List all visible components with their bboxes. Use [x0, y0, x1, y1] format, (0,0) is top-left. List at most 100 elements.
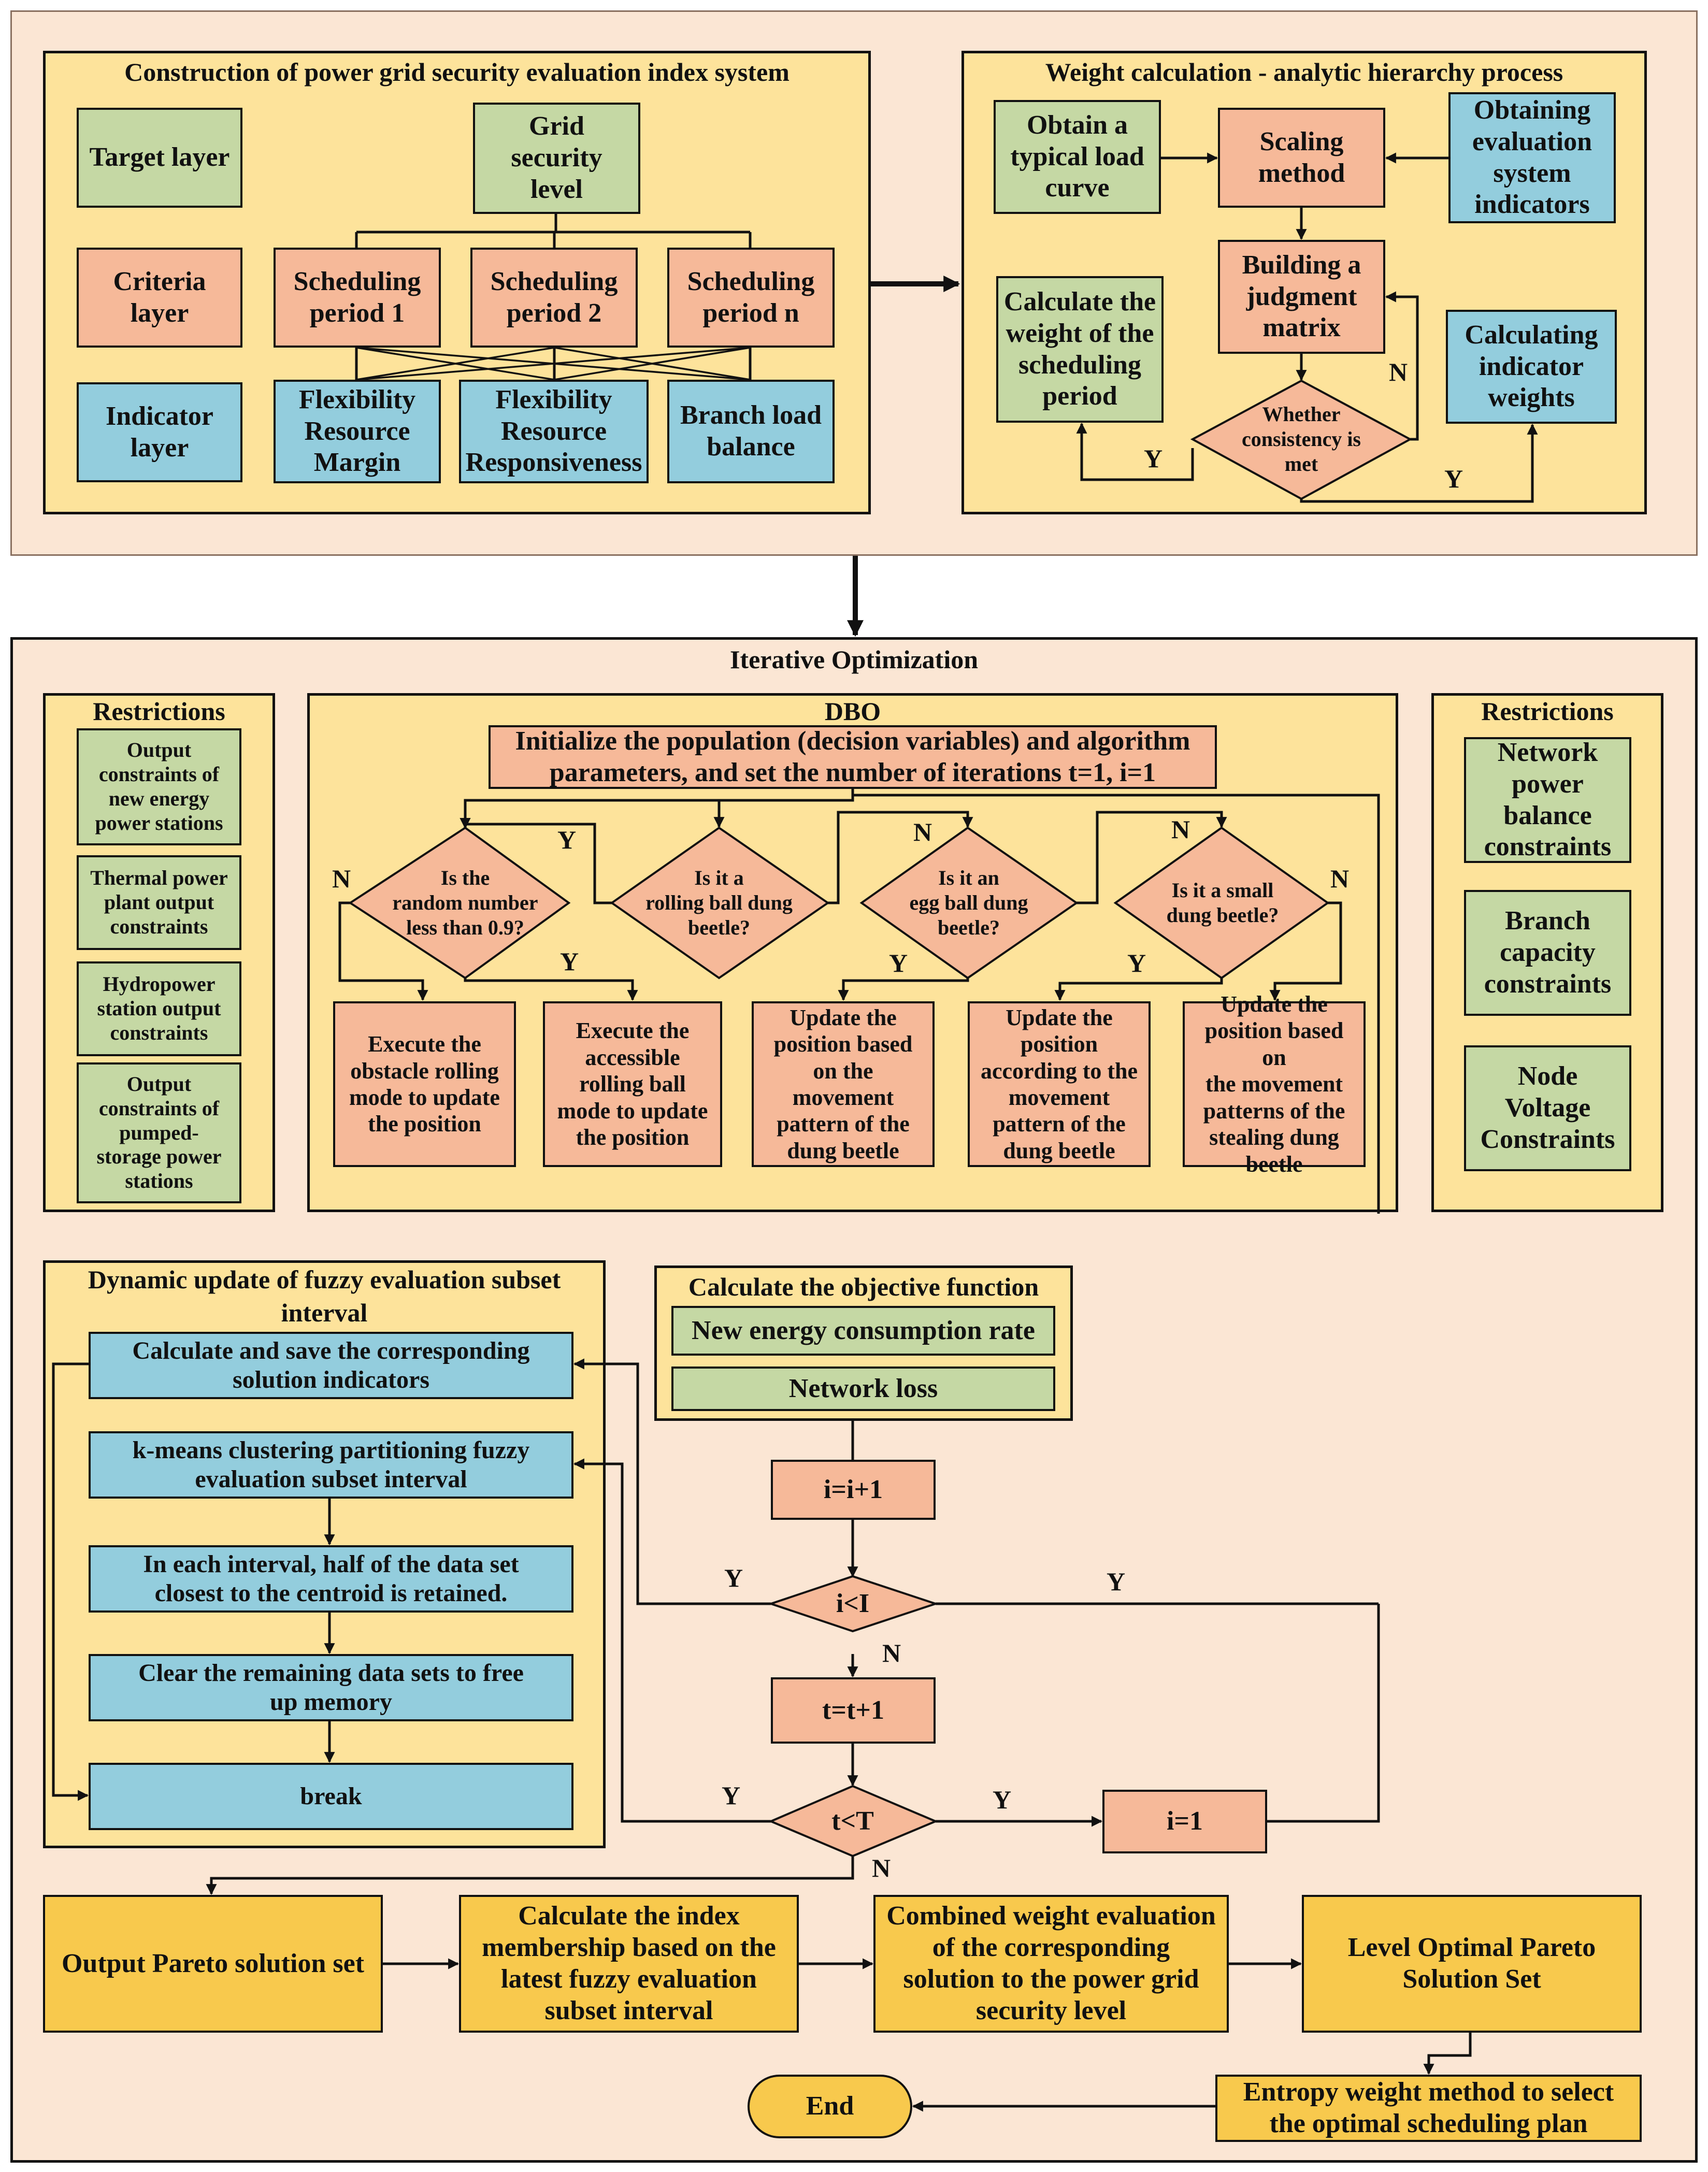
combined-weight-box: Combined weight evaluation of the corres…	[873, 1895, 1229, 2033]
restriction-hydropower-box: Hydropower station output constraints	[77, 961, 241, 1056]
new-energy-rate-box: New energy consumption rate	[671, 1306, 1055, 1356]
network-loss-box: Network loss	[671, 1367, 1055, 1411]
kmeans-clustering-box: k-means clustering partitioning fuzzy ev…	[89, 1431, 573, 1499]
update-dung-beetle-box: Update the position based on the movemen…	[752, 1001, 935, 1167]
consistency-yes-indicator-label: Y	[1444, 464, 1463, 493]
tcond-yes-to-fuzzy	[573, 1458, 771, 1823]
q-small-yes	[1054, 978, 1223, 1001]
indicator-layer-box: Indicator layer	[77, 382, 242, 482]
i-less-than-diamond	[767, 1575, 939, 1633]
fuzzy-update-title: Dynamic update of fuzzy evaluation subse…	[88, 1265, 561, 1327]
q-rolling-no	[460, 818, 612, 904]
consistency-text: Whether consistency is met	[1242, 402, 1361, 476]
output-pareto-set-box: Output Pareto solution set	[43, 1895, 383, 2033]
judgment-matrix-box: Building a judgment matrix	[1218, 240, 1385, 354]
branch-load-balance-box: Branch load balance	[667, 380, 835, 483]
consistency-no-label: N	[1389, 357, 1408, 386]
rolling-no-label: Y	[557, 825, 577, 854]
flexibility-margin-box: Flexibility Resource Margin	[274, 380, 441, 483]
tcond-yes-right-label: Y	[993, 1785, 1012, 1814]
entropy-weight-box: Entropy weight method to select the opti…	[1215, 2075, 1642, 2142]
i-less-than-text: i<I	[836, 1588, 870, 1618]
grid-security-level-box: Grid security level	[473, 103, 640, 214]
init-to-q-random	[460, 795, 854, 829]
typical-load-curve-box: Obtain a typical load curve	[994, 100, 1161, 214]
reset-to-loop	[1267, 1604, 1380, 1823]
egg-ball-text: Is it an egg ball dung beetle?	[909, 866, 1028, 939]
small-beetle-text: Is it a small dung beetle?	[1166, 879, 1279, 927]
scaling-method-box: Scaling method	[1218, 108, 1385, 208]
egg-no-label: N	[1171, 815, 1190, 844]
init-to-q-rolling	[713, 799, 853, 828]
level-optimal-pareto-box: Level Optimal Pareto Solution Set	[1302, 1895, 1642, 2033]
init-down-line	[851, 789, 1380, 1214]
scheduling-period-weight-box: Calculate the weight of the scheduling p…	[996, 276, 1164, 423]
q-rolling-yes	[828, 811, 973, 904]
small-yes-label: Y	[1127, 948, 1146, 977]
restrictions-right-title: Restrictions	[1481, 697, 1614, 726]
indicator-weights-box: Calculating indicator weights	[1446, 310, 1617, 424]
icond-yes-left-label: Y	[724, 1563, 743, 1592]
consistency-yes-indicator	[1300, 423, 1538, 503]
iterative-optimization-title: Iterative Optimization	[729, 645, 979, 674]
random-number-text: Is the random number less than 0.9?	[392, 866, 538, 939]
q-small-no	[1269, 901, 1342, 1001]
consistency-yes-period	[1076, 422, 1194, 481]
q-egg-yes	[838, 978, 969, 1001]
tcond-no-to-output	[206, 1856, 854, 1895]
random-yes-label: Y	[560, 947, 579, 976]
flexibility-responsiveness-box: Flexibility Resource Responsiveness	[459, 380, 649, 483]
restriction-node-voltage-box: Node Voltage Constraints	[1464, 1045, 1631, 1171]
criteria-layer-box: Criteria layer	[77, 248, 242, 348]
dbo-title: DBO	[824, 697, 881, 726]
restriction-branch-capacity-box: Branch capacity constraints	[1464, 890, 1631, 1016]
icond-yes-to-fuzzy	[573, 1358, 771, 1605]
i-increment-box: i=i+1	[771, 1460, 936, 1520]
q-random-no	[338, 901, 428, 1001]
fuzzy-bypass-arrow	[52, 1362, 89, 1801]
index-membership-box: Calculate the index membership based on …	[459, 1895, 799, 2033]
egg-yes-label: Y	[889, 948, 908, 977]
consistency-diamond	[1190, 379, 1413, 500]
random-number-diamond	[348, 826, 571, 980]
retain-half-data-box: In each interval, half of the data set c…	[89, 1545, 573, 1613]
small-no-label: N	[1330, 864, 1350, 893]
egg-ball-diamond	[859, 826, 1079, 980]
t-increment-box: t=t+1	[771, 1677, 936, 1744]
consistency-yes-period-label: Y	[1144, 444, 1163, 473]
icond-yes-right-label: Y	[1107, 1567, 1126, 1596]
break-box: break	[89, 1763, 573, 1830]
scheduling-period-1-box: Scheduling period 1	[274, 248, 441, 348]
restriction-pumped-storage-box: Output constraints of pumped- storage po…	[77, 1062, 241, 1203]
consistency-no-loop	[1385, 291, 1419, 441]
restriction-thermal-box: Thermal power plant output constraints	[77, 855, 241, 950]
restriction-new-energy-box: Output constraints of new energy power s…	[77, 728, 241, 845]
tcond-yes-left-label: Y	[722, 1781, 741, 1810]
restrictions-left-title: Restrictions	[93, 697, 225, 726]
level-to-entropy	[1423, 2033, 1472, 2075]
t-less-than-text: t<T	[831, 1806, 874, 1836]
scheduling-period-2-box: Scheduling period 2	[470, 248, 638, 348]
initialize-population-box: Initialize the population (decision vari…	[489, 725, 1217, 789]
tcond-no-label: N	[872, 1853, 891, 1882]
obtaining-indicators-box: Obtaining evaluation system indicators	[1448, 92, 1616, 223]
construction-title: Construction of power grid security eval…	[124, 57, 790, 87]
q-egg-no	[1077, 811, 1227, 904]
icond-no-label: N	[882, 1638, 901, 1667]
update-stealing-box: Update the position based on the movemen…	[1183, 991, 1366, 1177]
end-terminal: End	[748, 2075, 912, 2138]
update-according-box: Update the position according to the mov…	[968, 1001, 1151, 1167]
i-reset-box: i=1	[1102, 1790, 1267, 1853]
scheduling-period-n-box: Scheduling period n	[667, 248, 835, 348]
rolling-ball-text: Is it a rolling ball dung beetle?	[645, 866, 793, 939]
hierarchy-cross	[356, 347, 751, 381]
t-less-than-diamond	[768, 1785, 939, 1858]
clear-data-box: Clear the remaining data sets to free up…	[89, 1654, 573, 1721]
restriction-network-balance-box: Network power balance constraints	[1464, 737, 1631, 863]
objective-title: Calculate the objective function	[688, 1272, 1039, 1301]
rolling-yes-label: N	[913, 817, 932, 846]
hierarchy-line	[355, 214, 752, 248]
weight-calculation-title: Weight calculation - analytic hierarchy …	[1045, 57, 1563, 87]
